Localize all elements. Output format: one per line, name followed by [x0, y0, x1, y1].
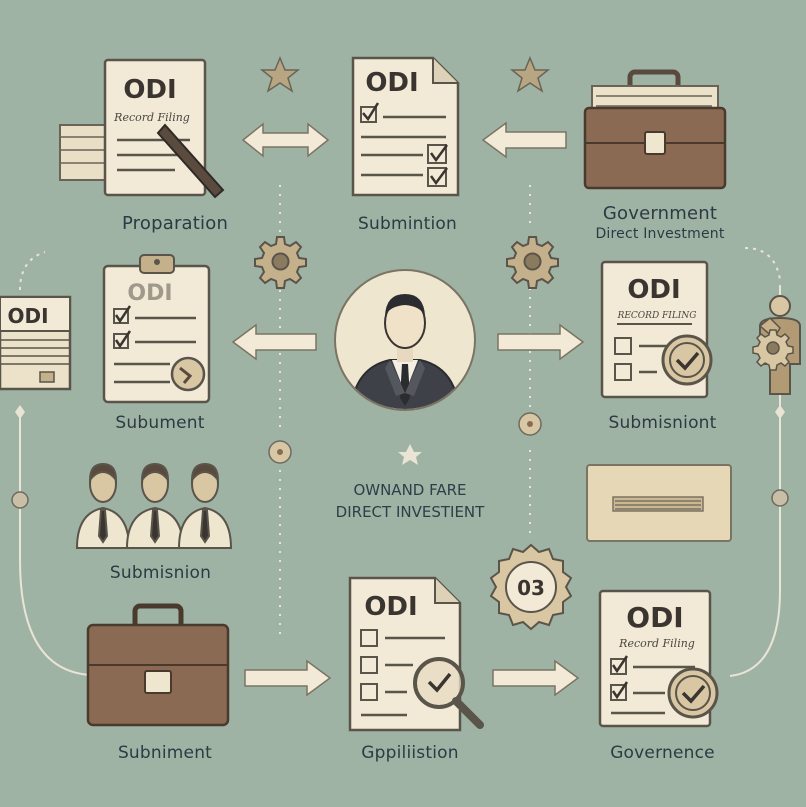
briefcase-icon	[86, 603, 230, 727]
team-people-icon	[75, 462, 233, 549]
odi-folder-icon: ODI	[0, 295, 72, 391]
doc-title-text: ODI	[127, 281, 172, 306]
label-top-left: Proparation	[121, 213, 229, 234]
doc-title-text: ODI	[627, 275, 680, 305]
star-icon	[509, 56, 551, 93]
center-title-line1: OWNAND FARE	[353, 481, 467, 499]
gear-icon	[506, 236, 559, 289]
clipboard-icon: ODI	[102, 254, 211, 404]
right-arrow-icon	[497, 323, 585, 361]
doc-title-text: ODI	[365, 68, 418, 98]
document-panel-icon	[586, 464, 732, 542]
record-filing-text: RECORD FILING	[617, 311, 697, 321]
center-title-line2: DIRECT INVESTIENT	[335, 503, 485, 521]
record-filing-text: Record Filing	[113, 111, 190, 124]
badge-number: 03	[517, 576, 545, 600]
doc-verified-icon: ODI Record Filing	[598, 589, 719, 728]
doc-title-text: ODI	[364, 592, 417, 622]
label-top-right: Government	[602, 203, 718, 224]
doc-title-text: ODI	[7, 304, 48, 328]
record-filing-text: Record Filing	[618, 637, 695, 650]
doc-title-text: ODI	[123, 75, 176, 105]
left-arrow-icon	[231, 323, 317, 361]
left-arrow-icon	[481, 121, 567, 159]
label-mid-right: Submisniont	[608, 413, 717, 433]
doc-record-filing-icon: ODI Record Filing	[59, 58, 225, 199]
right-arrow-icon	[244, 659, 332, 697]
label-top-mid: Submintion	[358, 214, 457, 234]
doc-checklist-icon: ODI	[351, 56, 460, 197]
label-mid-left: Subument	[115, 413, 205, 433]
businessman-avatar	[334, 269, 476, 411]
gear-icon	[254, 236, 307, 289]
label-bottom-left: Subniment	[117, 743, 213, 763]
right-arrow-icon	[492, 659, 580, 697]
label-top-right-sub: Direct Investment	[595, 226, 725, 242]
label-bottom-right: Governence	[610, 743, 715, 763]
gear-person-icon	[752, 295, 801, 395]
doc-review-icon: ODI	[348, 576, 484, 732]
doc-title-text: ODI	[626, 601, 683, 634]
briefcase-icon	[583, 69, 727, 190]
label-bottom-mid: Gppiliistion	[361, 743, 459, 763]
seal-badge-icon: 03	[489, 543, 573, 631]
label-people: Submisnion	[109, 563, 212, 583]
doc-approved-icon: ODI RECORD FILING	[600, 260, 713, 399]
double-arrow-icon	[241, 122, 330, 158]
star-icon	[259, 56, 301, 93]
